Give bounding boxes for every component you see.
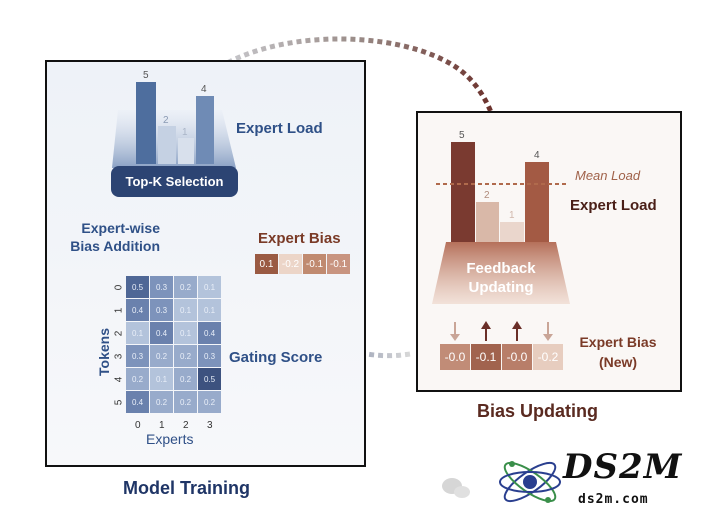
feedback-line1: Feedback: [466, 260, 536, 277]
hm-cell-5-0: 0.4: [126, 391, 149, 413]
expert-bias-cell-3: -0.1: [327, 254, 350, 274]
gating-score-label: Gating Score: [229, 349, 323, 366]
expert-bias-new-line2: (New): [598, 354, 638, 370]
bias-addition-line2: Bias Addition: [70, 238, 160, 254]
hm-cell-5-3: 0.2: [198, 391, 221, 413]
hm-cell-0-2: 0.2: [174, 276, 197, 298]
right-expert-load-label: Expert Load: [570, 197, 657, 214]
hm-cell-2-2: 0.1: [174, 322, 197, 344]
hm-cell-0-3: 0.1: [198, 276, 221, 298]
model-training-caption: Model Training: [123, 478, 251, 498]
left-load-bar-1: [158, 126, 176, 164]
right-load-bar-label-1: 2: [484, 190, 490, 201]
bias-arrow-3: [543, 322, 553, 341]
left-load-bar-label-3: 4: [201, 84, 207, 95]
new-bias-cell-0: -0.0: [440, 344, 470, 370]
hm-cell-2-1: 0.4: [150, 322, 173, 344]
hm-cell-4-2: 0.2: [174, 368, 197, 390]
expert-bias-label: Expert Bias: [258, 230, 341, 247]
right-load-bar-0: [451, 142, 475, 242]
watermark-brand: DS2M: [563, 447, 683, 487]
right-load-bar-label-3: 4: [534, 150, 540, 161]
feedback-funnel: [432, 242, 570, 304]
hm-cell-4-0: 0.2: [126, 368, 149, 390]
hm-cell-2-3: 0.4: [198, 322, 221, 344]
new-bias-cell-3: -0.2: [533, 344, 563, 370]
bias-arrow-0: [450, 322, 460, 341]
expert-bias-cell-2: -0.1: [303, 254, 326, 274]
gating-heatmap: 0.5 0.3 0.2 0.1 0.4 0.3 0.1 0.1 0.1 0.4 …: [126, 276, 221, 416]
right-load-bar-2: [500, 222, 524, 242]
bias-addition-line1: Expert-wise: [81, 220, 160, 236]
expert-bias-vector: 0.1 -0.2 -0.1 -0.1: [255, 254, 350, 274]
right-load-bar-3: [525, 162, 549, 242]
hm-cell-4-1: 0.1: [150, 368, 173, 390]
hm-cell-1-3: 0.1: [198, 299, 221, 321]
expert-bias-cell-1: -0.2: [279, 254, 302, 274]
bias-addition-label: Expert-wise Bias Addition: [68, 219, 160, 255]
bias-arrow-1: [481, 321, 491, 341]
col-label-2: 2: [183, 420, 189, 431]
hm-cell-3-3: 0.3: [198, 345, 221, 367]
left-load-bar-0: [136, 82, 156, 164]
hm-cell-3-2: 0.2: [174, 345, 197, 367]
left-load-bar-label-1: 2: [163, 115, 169, 126]
col-label-3: 3: [207, 420, 213, 431]
left-load-bar-3: [196, 96, 214, 164]
new-expert-bias-vector: -0.0 -0.1 -0.0 -0.2: [440, 344, 564, 370]
bias-arrow-2: [512, 321, 522, 341]
hm-cell-5-2: 0.2: [174, 391, 197, 413]
hm-cell-2-0: 0.1: [126, 322, 149, 344]
hm-cell-3-0: 0.3: [126, 345, 149, 367]
expert-bias-new-label: Expert Bias (New): [566, 332, 670, 372]
heatmap-x-title: Experts: [146, 431, 194, 447]
col-label-0: 0: [135, 420, 141, 431]
hm-cell-3-1: 0.2: [150, 345, 173, 367]
hm-cell-5-1: 0.2: [150, 391, 173, 413]
expert-bias-new-line1: Expert Bias: [579, 334, 657, 350]
expert-bias-cell-0: 0.1: [255, 254, 278, 274]
bottom-feedback-arc: [297, 289, 411, 359]
top-feedback-arc: [184, 36, 499, 129]
hm-cell-1-1: 0.3: [150, 299, 173, 321]
right-load-bar-label-2: 1: [509, 210, 515, 221]
left-expert-load-label: Expert Load: [236, 120, 323, 137]
feedback-line2: Updating: [468, 279, 534, 296]
hm-cell-4-3: 0.5: [198, 368, 221, 390]
bias-updating-caption: Bias Updating: [477, 401, 599, 421]
hm-cell-0-1: 0.3: [150, 276, 173, 298]
feedback-updating-label: Feedback Updating: [446, 259, 556, 297]
left-load-bar-2: [178, 138, 194, 164]
atom-logo-icon: [499, 461, 561, 503]
right-load-bar-label-0: 5: [459, 130, 465, 141]
new-bias-cell-1: -0.1: [471, 344, 501, 370]
new-bias-cell-2: -0.0: [502, 344, 532, 370]
right-load-bar-1: [476, 202, 499, 242]
watermark-url: ds2m.com: [578, 492, 649, 507]
topk-selection-box: Top-K Selection: [111, 166, 238, 197]
left-load-bar-label-0: 5: [143, 70, 149, 81]
hm-cell-1-2: 0.1: [174, 299, 197, 321]
col-label-1: 1: [159, 420, 165, 431]
wechat-icon: [442, 478, 470, 498]
hm-cell-1-0: 0.4: [126, 299, 149, 321]
hm-cell-0-0: 0.5: [126, 276, 149, 298]
left-load-bar-label-2: 1: [182, 127, 188, 138]
mean-load-label: Mean Load: [575, 168, 641, 183]
